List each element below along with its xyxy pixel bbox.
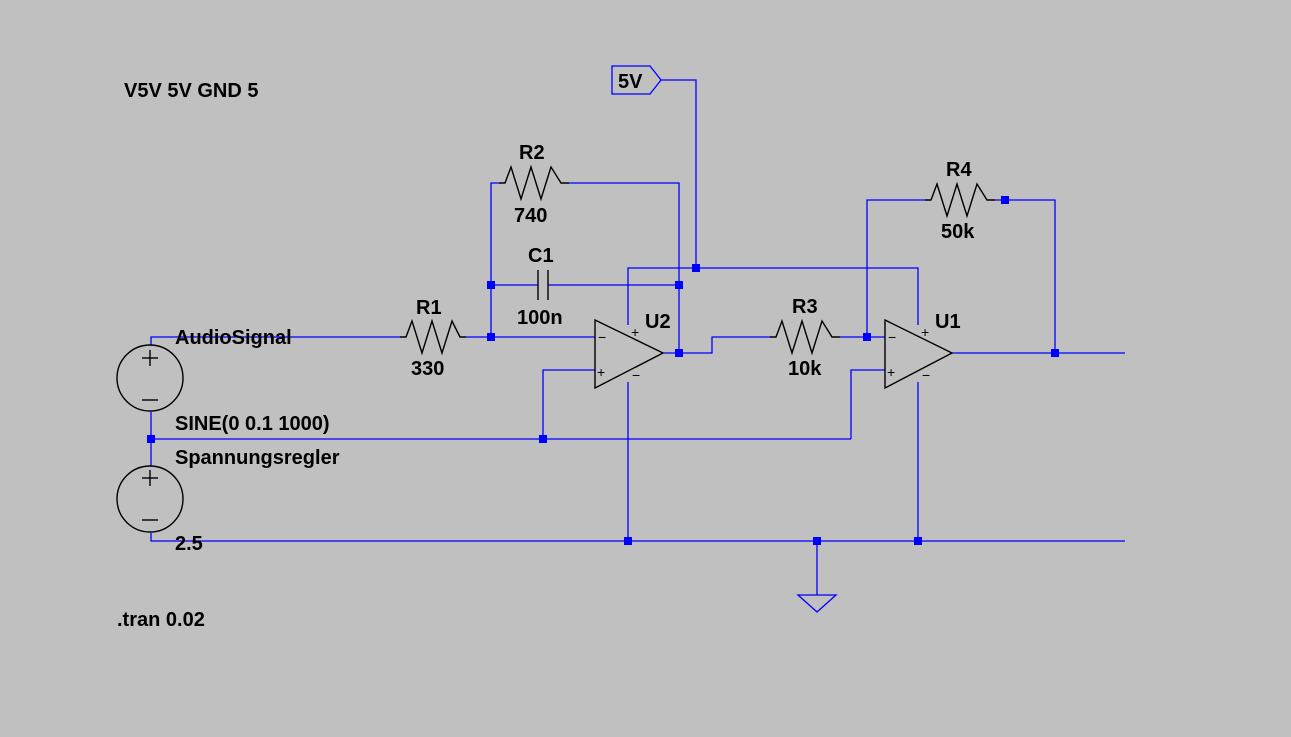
svg-text:+: +: [597, 364, 605, 380]
voltage-source-audiosignal[interactable]: [116, 344, 184, 412]
r3-ref: R3: [792, 296, 818, 318]
svg-text:+: +: [631, 324, 639, 340]
resistor-r2[interactable]: [499, 164, 569, 202]
resistor-r1[interactable]: [400, 318, 466, 356]
r1-value: 330: [411, 358, 444, 380]
source-value-spannungsregler: 2.5: [175, 533, 203, 555]
r2-value: 740: [514, 205, 547, 227]
svg-text:−: −: [632, 367, 640, 383]
svg-text:−: −: [922, 367, 930, 383]
source-name-audiosignal: AudioSignal: [175, 327, 292, 349]
r4-ref: R4: [946, 159, 972, 181]
source-value-audiosignal: SINE(0 0.1 1000): [175, 413, 330, 435]
junctions: [147, 196, 1059, 545]
tran-directive: .tran 0.02: [117, 609, 205, 631]
svg-text:−: −: [888, 329, 896, 345]
svg-text:+: +: [887, 364, 895, 380]
r3-value: 10k: [788, 358, 822, 380]
wires: [150, 65, 1125, 613]
svg-text:−: −: [598, 329, 606, 345]
c1-ref: C1: [528, 245, 554, 267]
r1-ref: R1: [416, 297, 442, 319]
opamp-u1[interactable]: − + + −: [884, 318, 954, 390]
resistor-r4[interactable]: [925, 181, 995, 219]
voltage-source-spannungsregler[interactable]: [116, 465, 184, 533]
u2-ref: U2: [645, 311, 671, 333]
svg-text:+: +: [921, 324, 929, 340]
r2-ref: R2: [519, 142, 545, 164]
resistor-r3[interactable]: [770, 318, 840, 356]
supply-directive: V5V 5V GND 5: [124, 80, 259, 102]
r4-value: 50k: [941, 221, 975, 243]
u1-ref: U1: [935, 311, 961, 333]
c1-value: 100n: [517, 307, 563, 329]
capacitor-c1[interactable]: [537, 270, 549, 300]
net-label-5v[interactable]: 5V: [618, 71, 643, 93]
source-name-spannungsregler: Spannungsregler: [175, 447, 340, 469]
opamp-u2[interactable]: − + + −: [594, 318, 665, 390]
